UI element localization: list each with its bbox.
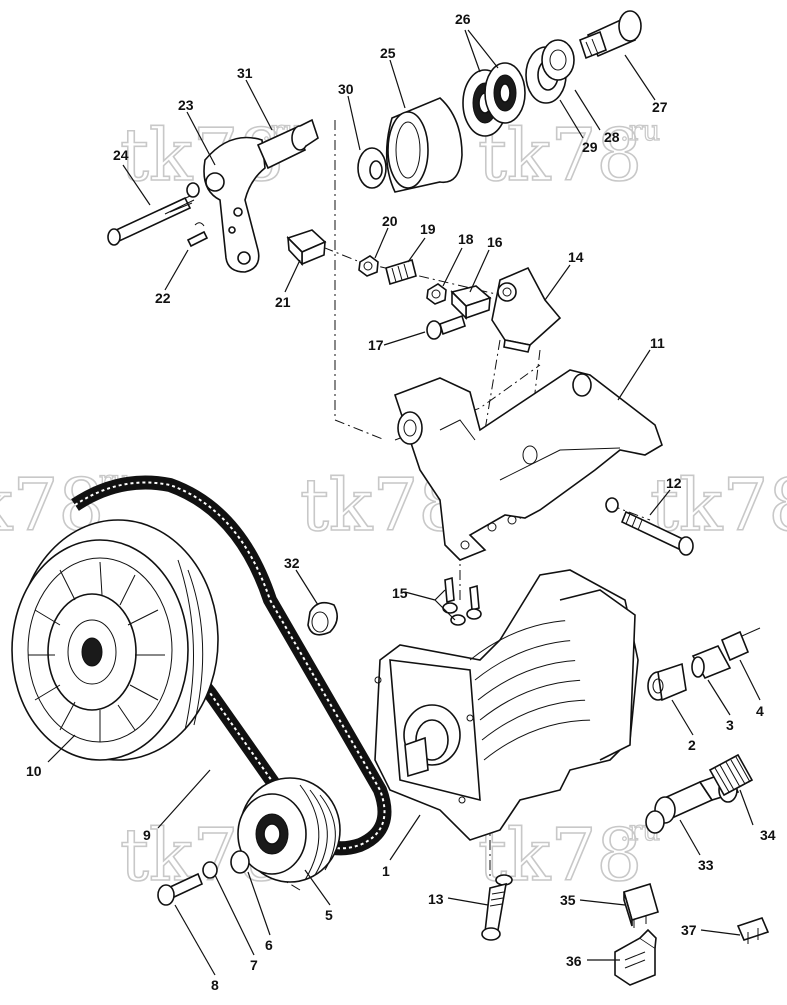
callout-36: 36 bbox=[566, 953, 582, 969]
sleeve-25 bbox=[385, 97, 463, 193]
spindle-31 bbox=[256, 118, 319, 170]
sleeve-3 bbox=[691, 644, 732, 680]
callout-17: 17 bbox=[368, 337, 384, 353]
callout-11: 11 bbox=[650, 335, 665, 351]
connector-2 bbox=[647, 662, 687, 702]
leader-lines bbox=[47, 29, 761, 976]
callout-26: 26 bbox=[455, 11, 471, 27]
block-21 bbox=[286, 229, 327, 267]
stud-27 bbox=[579, 10, 642, 60]
callout-29: 29 bbox=[582, 139, 598, 155]
callout-32: 32 bbox=[284, 555, 300, 571]
callout-19: 19 bbox=[420, 221, 436, 237]
watermark-suffix: .ru bbox=[620, 114, 660, 147]
bolts-15 bbox=[442, 576, 482, 626]
bolt-8 bbox=[157, 872, 204, 906]
spring-34 bbox=[708, 753, 754, 797]
washer bbox=[186, 182, 200, 198]
watermark-text: tk78 bbox=[478, 113, 642, 197]
bolt-24 bbox=[107, 195, 195, 246]
washer-6 bbox=[230, 850, 250, 874]
callout-16: 16 bbox=[487, 234, 503, 250]
callout-6: 6 bbox=[265, 937, 273, 953]
belt-9 bbox=[71, 475, 392, 856]
callout-23: 23 bbox=[178, 97, 194, 113]
block-16 bbox=[450, 285, 492, 320]
washer-30 bbox=[357, 147, 387, 189]
callout-12: 12 bbox=[666, 475, 682, 491]
relay-35 bbox=[623, 882, 659, 928]
tensioner-arm-23 bbox=[203, 136, 266, 273]
wire-4 bbox=[720, 627, 761, 662]
callout-27: 27 bbox=[652, 99, 668, 115]
callout-3: 3 bbox=[726, 717, 734, 733]
alternator-1 bbox=[374, 569, 639, 841]
nut-18 bbox=[426, 283, 447, 305]
callout-21: 21 bbox=[275, 294, 291, 310]
callout-14: 14 bbox=[568, 249, 584, 265]
callout-18: 18 bbox=[458, 231, 474, 247]
callout-30: 30 bbox=[338, 81, 354, 97]
callout-34: 34 bbox=[760, 827, 776, 843]
bolt-13 bbox=[481, 874, 513, 941]
callout-31: 31 bbox=[237, 65, 253, 81]
callout-15: 15 bbox=[392, 585, 408, 601]
bearings-26 bbox=[462, 62, 526, 137]
pin-22 bbox=[186, 222, 209, 248]
callout-24: 24 bbox=[113, 147, 129, 163]
callout-7: 7 bbox=[250, 957, 258, 973]
seal-28 bbox=[525, 39, 575, 104]
fuse-37 bbox=[736, 917, 770, 944]
cap-32 bbox=[307, 601, 338, 636]
callout-13: 13 bbox=[428, 891, 444, 907]
callout-33: 33 bbox=[698, 857, 714, 873]
nut-20 bbox=[358, 255, 379, 277]
callout-labels: 31 23 24 22 21 30 25 26 27 28 29 20 19 1… bbox=[26, 11, 776, 993]
callout-1: 1 bbox=[382, 863, 390, 879]
mounting-bracket-11 bbox=[393, 369, 663, 561]
bolt-17 bbox=[426, 314, 466, 340]
bracket-14 bbox=[491, 266, 562, 353]
relay-base-36 bbox=[614, 928, 657, 986]
callout-20: 20 bbox=[382, 213, 398, 229]
callout-9: 9 bbox=[143, 827, 151, 843]
callout-10: 10 bbox=[26, 763, 42, 779]
callout-5: 5 bbox=[325, 907, 333, 923]
alternator-pulley-5 bbox=[237, 777, 341, 883]
callout-28: 28 bbox=[604, 129, 620, 145]
washer-7 bbox=[202, 861, 218, 879]
callout-8: 8 bbox=[211, 977, 219, 993]
crank-pulley-10 bbox=[11, 519, 219, 761]
callout-25: 25 bbox=[380, 45, 396, 61]
bolt-12 bbox=[605, 497, 694, 556]
callout-37: 37 bbox=[681, 922, 697, 938]
callout-4: 4 bbox=[756, 703, 764, 719]
callout-2: 2 bbox=[688, 737, 696, 753]
callout-35: 35 bbox=[560, 892, 576, 908]
stud-19 bbox=[385, 258, 417, 286]
callout-22: 22 bbox=[155, 290, 171, 306]
